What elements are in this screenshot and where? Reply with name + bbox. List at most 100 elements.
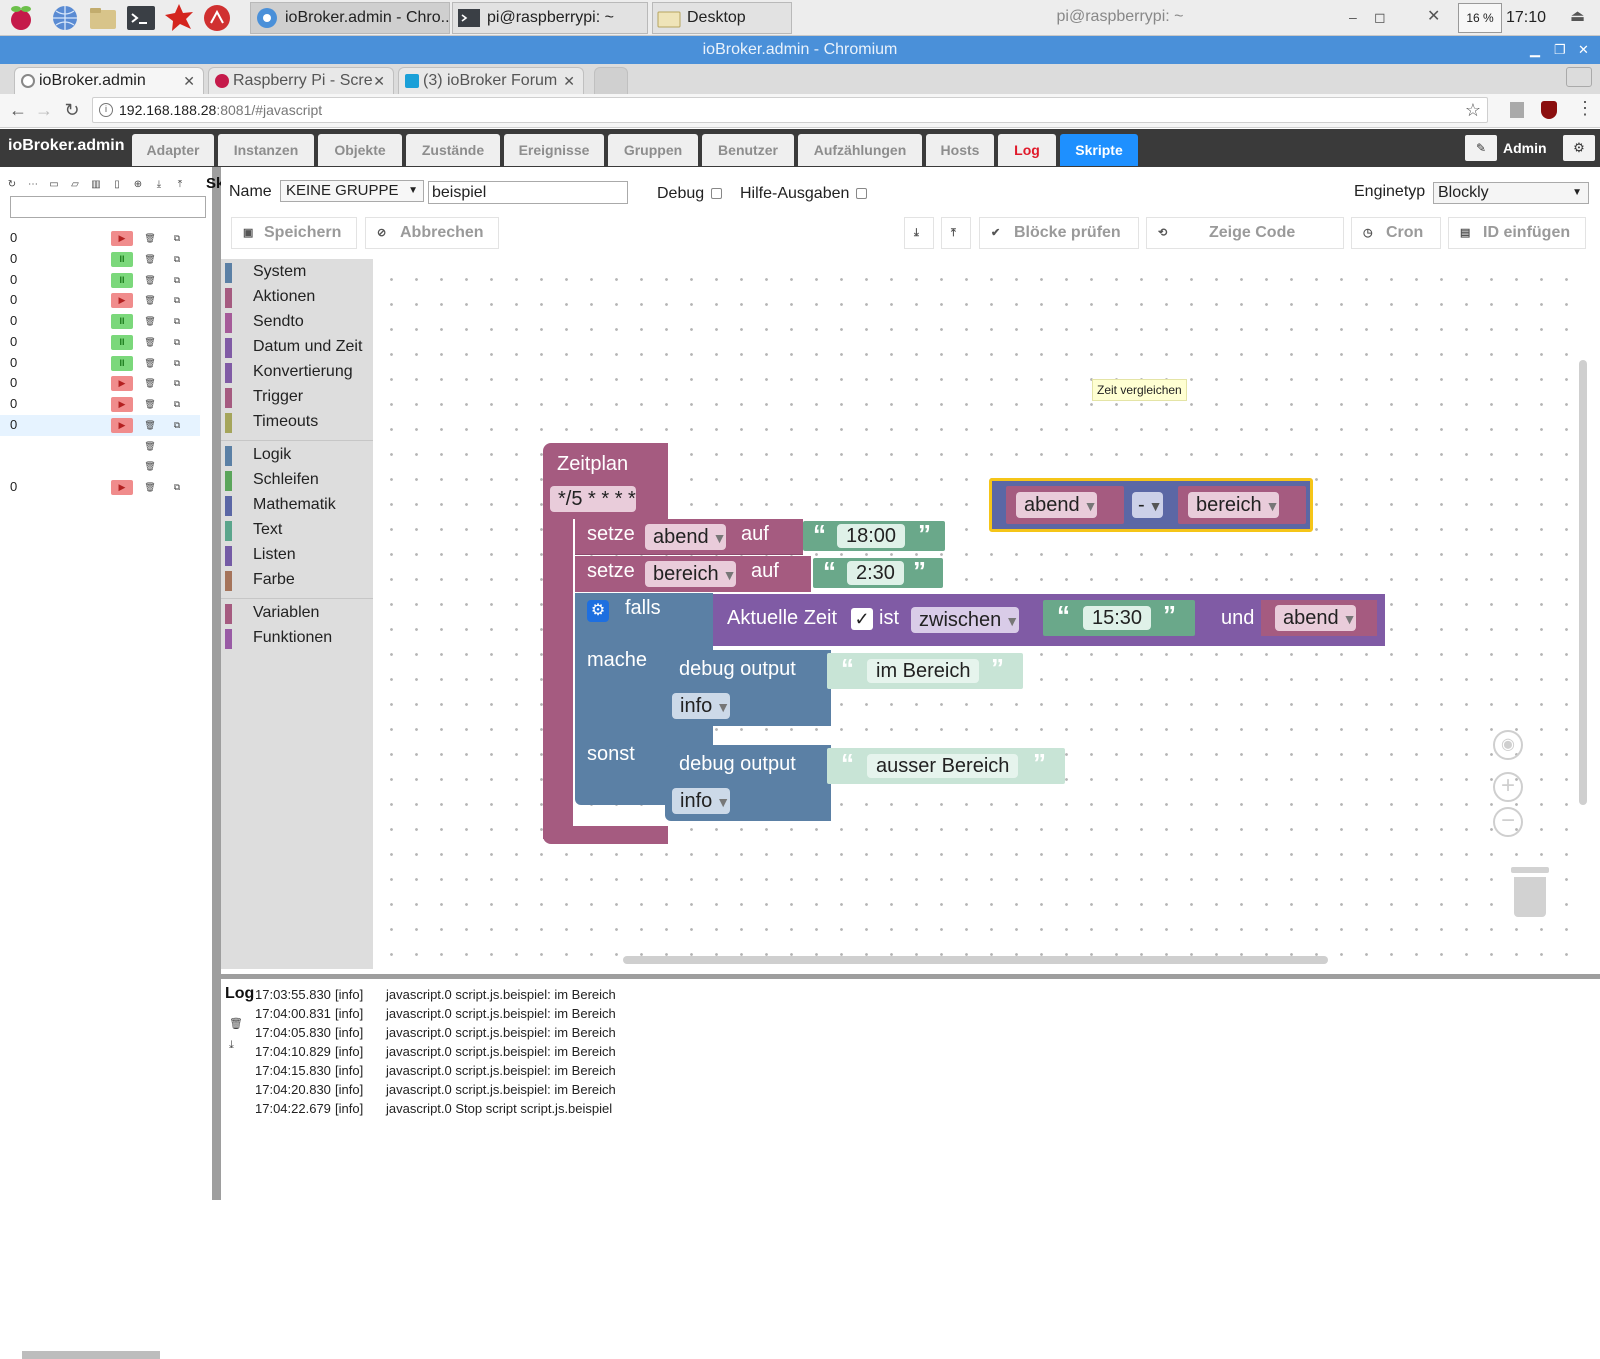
close-tab-icon[interactable]: ✕ xyxy=(373,73,385,89)
text-block-im-bereich[interactable]: “ im Bereich ” xyxy=(827,653,1023,689)
toolbox-category[interactable]: Trigger xyxy=(221,386,373,410)
script-row[interactable]: 0▶🗑⧉ xyxy=(0,394,200,415)
trash-icon[interactable] xyxy=(1511,867,1549,917)
toolbox-category[interactable]: Listen xyxy=(221,544,373,568)
text-value[interactable]: 2:30 xyxy=(847,561,904,585)
script-row[interactable]: 0▶🗑⧉ xyxy=(0,290,200,311)
toolbox-category[interactable]: Text xyxy=(221,519,373,543)
play-icon[interactable]: ▶ xyxy=(111,418,133,433)
set-var-block-bereich[interactable]: setze bereich▼ auf xyxy=(575,556,811,592)
copy-icon[interactable]: ⧉ xyxy=(173,358,181,368)
import-icon[interactable]: ⤒ xyxy=(177,179,183,190)
trash-icon[interactable]: 🗑 xyxy=(144,399,156,409)
toolbox-category[interactable]: Timeouts xyxy=(221,411,373,435)
script-list-scrollbar[interactable] xyxy=(200,227,208,1147)
play-icon[interactable]: ▶ xyxy=(111,397,133,412)
eject-icon[interactable]: ⏏ xyxy=(1570,8,1586,25)
trash-icon[interactable]: 🗑 xyxy=(144,358,156,368)
folder-open-icon[interactable]: ▱ xyxy=(71,179,79,190)
copy-icon[interactable]: ⧉ xyxy=(173,378,181,388)
toolbox-category[interactable]: Aktionen xyxy=(221,286,373,310)
tab-ereignisse[interactable]: Ereignisse xyxy=(504,134,604,166)
toolbox-category[interactable]: Variablen xyxy=(221,602,373,626)
copy-icon[interactable]: ⧉ xyxy=(173,337,181,347)
play-icon[interactable]: ▶ xyxy=(111,231,133,246)
insert-id-button[interactable]: ▤ ID einfügen xyxy=(1448,217,1586,249)
library-icon[interactable]: ▥ xyxy=(91,179,101,190)
script-name-input[interactable]: beispiel xyxy=(428,181,628,204)
math-arithmetic-block[interactable]: abend▼ -▼ bereich▼ xyxy=(989,478,1313,532)
collapse-icon[interactable]: ⋯ xyxy=(28,179,38,190)
trash-icon[interactable]: 🗑 xyxy=(144,254,156,264)
close-icon[interactable]: ✕ xyxy=(1427,8,1441,25)
tab-hosts[interactable]: Hosts xyxy=(926,134,994,166)
toolbox-category[interactable]: Sendto xyxy=(221,311,373,335)
copy-icon[interactable]: ⧉ xyxy=(173,233,181,243)
var-dropdown[interactable]: abend▼ xyxy=(1275,605,1357,631)
toolbox-category[interactable]: Konvertierung xyxy=(221,361,373,385)
task-chromium[interactable]: ioBroker.admin - Chro... xyxy=(250,2,450,34)
export-icon[interactable]: ⤓ xyxy=(156,179,162,190)
script-filter-input[interactable] xyxy=(10,196,206,218)
import-blocks-button[interactable]: ⤒ xyxy=(941,217,971,249)
tab-benutzer[interactable]: Benutzer xyxy=(702,134,794,166)
tab-adapter[interactable]: Adapter xyxy=(132,134,214,166)
cron-button[interactable]: ◷ Cron xyxy=(1351,217,1441,249)
play-icon[interactable]: ▶ xyxy=(111,480,133,495)
file-manager-icon[interactable] xyxy=(88,3,118,33)
var-dropdown[interactable]: abend▼ xyxy=(1016,492,1098,518)
save-button[interactable]: ▣ Speichern xyxy=(231,217,357,249)
text-block-1530[interactable]: “ 15:30 ” xyxy=(1043,600,1195,636)
copy-icon[interactable]: ⧉ xyxy=(173,482,181,492)
show-code-button[interactable]: ⟲ Zeige Code xyxy=(1146,217,1344,249)
pause-icon[interactable]: II xyxy=(111,356,133,371)
group-select[interactable]: KEINE GRUPPE▼ xyxy=(280,180,424,202)
tab-instanzen[interactable]: Instanzen xyxy=(218,134,314,166)
var-get-block-bereich[interactable]: bereich▼ xyxy=(1178,486,1306,524)
terminal-icon[interactable] xyxy=(126,3,156,33)
text-value[interactable]: ausser Bereich xyxy=(867,754,1019,778)
var-dropdown[interactable]: bereich▼ xyxy=(1188,492,1280,518)
new-tab-button[interactable] xyxy=(594,67,628,94)
text-value[interactable]: 18:00 xyxy=(837,524,906,548)
info-icon[interactable]: i xyxy=(99,103,113,117)
script-row[interactable]: 🗑 xyxy=(0,456,200,477)
task-terminal[interactable]: pi@raspberrypi: ~ xyxy=(452,2,648,34)
tab-log[interactable]: Log xyxy=(998,134,1056,166)
tab-gruppen[interactable]: Gruppen xyxy=(608,134,698,166)
schedule-block[interactable]: Zeitplan */5 * * * * xyxy=(543,443,668,519)
folder-icon[interactable]: ▭ xyxy=(49,179,59,190)
close-tab-icon[interactable]: ✕ xyxy=(183,73,195,89)
toolbox-category[interactable]: Farbe xyxy=(221,569,373,593)
cancel-button[interactable]: ⊘ Abbrechen xyxy=(365,217,499,249)
pause-icon[interactable]: II xyxy=(111,335,133,350)
zoom-in-icon[interactable]: + xyxy=(1493,772,1523,802)
cron-field[interactable]: */5 * * * * xyxy=(550,486,636,512)
toolbox-category[interactable]: Funktionen xyxy=(221,627,373,651)
new-file-icon[interactable]: ▯ xyxy=(114,179,120,190)
trash-icon[interactable]: 🗑 xyxy=(144,337,156,347)
math-operator-dropdown[interactable]: -▼ xyxy=(1132,492,1163,518)
edit-user-button[interactable]: ✎ xyxy=(1465,135,1497,161)
trash-icon[interactable]: 🗑 xyxy=(144,461,156,471)
task-desktop[interactable]: Desktop xyxy=(652,2,792,34)
tab-zustaende[interactable]: Zustände xyxy=(406,134,500,166)
maximize-icon[interactable]: ◻ xyxy=(1374,9,1386,25)
recenter-icon[interactable]: ◉ xyxy=(1493,730,1523,760)
bookmark-star-icon[interactable]: ☆ xyxy=(1464,100,1481,120)
tab-objekte[interactable]: Objekte xyxy=(318,134,402,166)
pause-icon[interactable]: II xyxy=(111,314,133,329)
text-value[interactable]: 15:30 xyxy=(1083,606,1152,630)
back-icon[interactable]: ← xyxy=(9,100,27,120)
profile-icon[interactable] xyxy=(1566,67,1592,87)
wolfram-icon[interactable] xyxy=(202,3,232,33)
checkmark-checkbox[interactable]: ✓ xyxy=(851,608,873,630)
menu-icon[interactable]: ⋮ xyxy=(1576,98,1594,118)
text-block-1800[interactable]: “ 18:00 ” xyxy=(803,519,945,551)
raspberry-menu-icon[interactable] xyxy=(6,3,36,33)
